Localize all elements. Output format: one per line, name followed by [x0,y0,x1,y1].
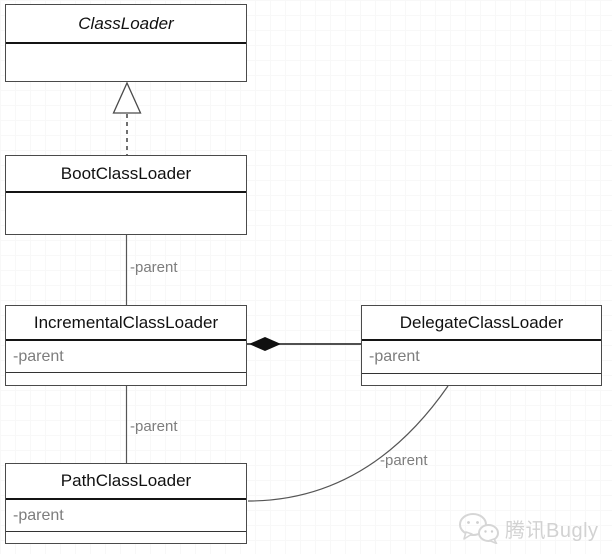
class-body-classloader [6,42,246,81]
class-title-delegateclassloader: DelegateClassLoader [399,312,564,332]
edge-delegate-to-path [247,385,449,502]
class-title-pathclassloader: PathClassLoader [60,471,192,490]
class-title-classloader: ClassLoader [78,13,174,33]
class-extra-incrementalclassloader [6,372,246,385]
composition-diamond-icon [249,337,281,351]
class-box-delegateclassloader: DelegateClassLoader -parent [361,305,602,386]
edge-label-boot-to-incremental: -parent [130,259,178,276]
watermark-text: 腾讯Bugly [505,519,599,542]
class-extra-pathclassloader [6,531,246,543]
edge-label-delegate-to-path: -parent [380,452,428,469]
class-title-incrementalclassloader: IncrementalClassLoader [33,312,219,332]
watermark: 腾讯Bugly [458,512,599,544]
class-body-bootclassloader [6,191,246,234]
class-box-classloader: ClassLoader [5,4,247,82]
class-attr-incrementalclassloader: -parent [6,339,246,372]
class-box-incrementalclassloader: IncrementalClassLoader -parent [5,305,247,386]
generalization-triangle-icon [112,81,142,114]
class-attr-delegateclassloader: -parent [362,339,601,373]
class-attr-pathclassloader: -parent [6,498,246,531]
class-title-bootclassloader: BootClassLoader [60,163,192,183]
class-box-pathclassloader: PathClassLoader -parent [5,463,247,544]
class-extra-delegateclassloader [362,373,601,385]
wechat-icon [459,513,499,544]
edge-label-incremental-to-path: -parent [130,418,178,435]
class-box-bootclassloader: BootClassLoader [5,155,247,235]
